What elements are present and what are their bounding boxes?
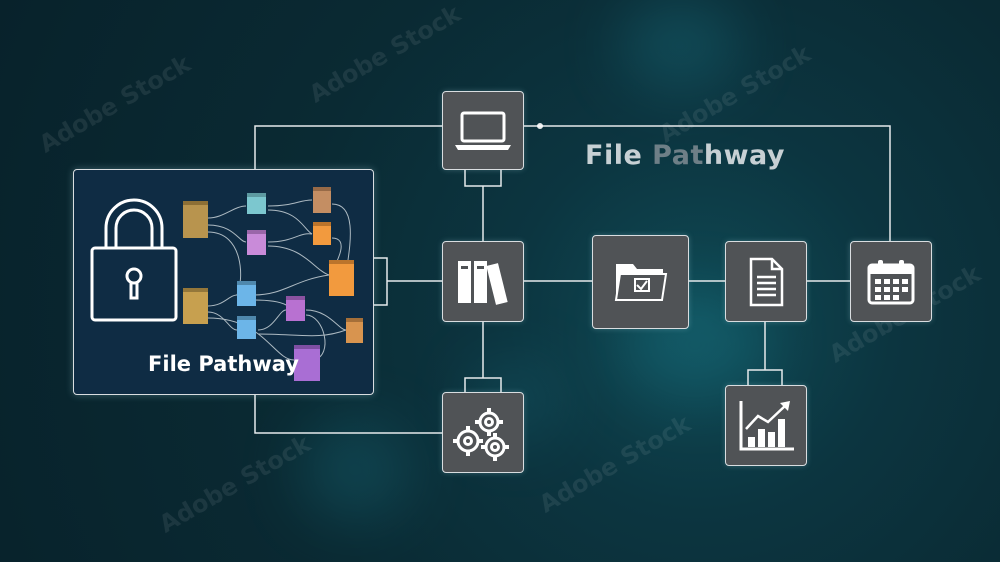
gears-icon: [453, 407, 509, 461]
gears-node: [442, 392, 524, 473]
books-icon: [458, 260, 508, 305]
panel-title: File Pathway: [148, 352, 299, 376]
lock-network-graphic: [90, 187, 363, 381]
folder-node: [592, 235, 689, 329]
calendar-node: [850, 241, 932, 322]
books-node: [442, 241, 524, 322]
laptop-icon: [455, 111, 511, 150]
title-part-1: File: [585, 140, 653, 171]
diagram-title: File Pathway: [585, 140, 785, 171]
title-part-2: Pat: [652, 140, 704, 171]
calendar-icon: [867, 259, 915, 304]
file-pathway-panel: File Pathway: [73, 169, 374, 395]
document-icon: [749, 257, 784, 306]
growth-chart-icon: [739, 400, 794, 450]
folder-check-icon: [614, 264, 667, 301]
lock-icon: [90, 198, 178, 322]
chart-node: [725, 385, 807, 466]
laptop-node: [442, 91, 524, 170]
document-node: [725, 241, 807, 322]
title-part-3: hway: [703, 140, 786, 171]
